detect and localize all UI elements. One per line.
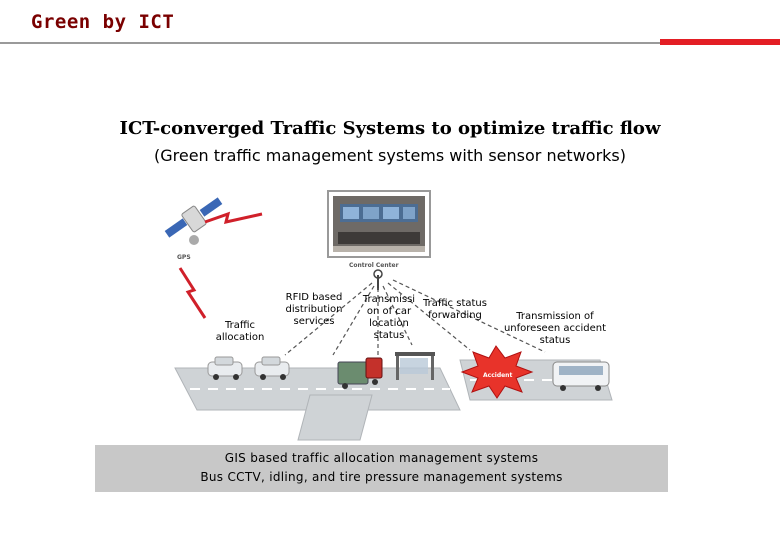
- signal-bolt: [180, 268, 205, 318]
- label-rfid-services: RFID based distribution services: [278, 292, 350, 328]
- control-center-label: Control Center: [349, 262, 399, 269]
- label-accident-transmission: Transmission of unforeseen accident stat…: [494, 311, 616, 347]
- control-center-image: [328, 191, 430, 257]
- gps-satellite-icon: [165, 197, 223, 245]
- summary-line-2: Bus CCTV, idling, and tire pressure mana…: [95, 470, 668, 484]
- label-traffic-allocation: Traffic allocation: [210, 320, 270, 344]
- antenna-icon: [374, 270, 382, 290]
- accident-label: Accident: [483, 372, 512, 379]
- gps-label: GPS: [177, 254, 191, 261]
- label-car-location: Transmissi on of car location status: [356, 294, 422, 342]
- summary-line-1: GIS based traffic allocation management …: [95, 451, 668, 465]
- summary-box: GIS based traffic allocation management …: [95, 445, 668, 492]
- signal-bolt: [205, 214, 262, 222]
- truck-icon: [338, 358, 382, 389]
- label-traffic-forwarding: Traffic status forwarding: [422, 298, 488, 322]
